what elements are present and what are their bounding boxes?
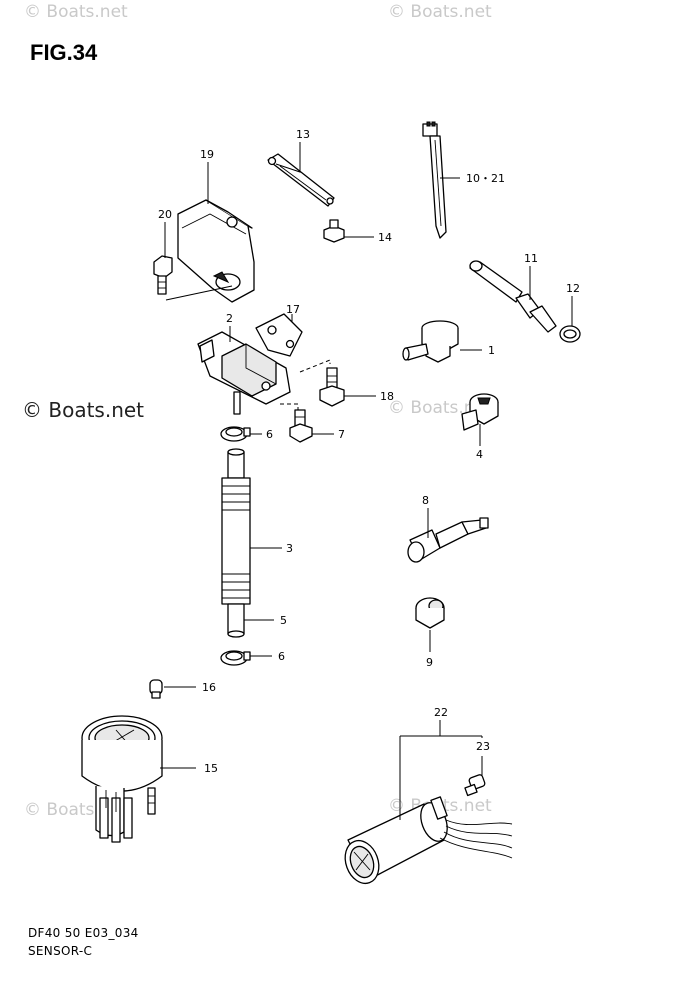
diagram-caption: SENSOR-C — [28, 944, 93, 958]
part-7-bolt — [289, 409, 313, 443]
callout-20: 20 — [158, 208, 172, 221]
callout-18: 18 — [380, 390, 394, 403]
callout-2: 2 — [226, 312, 233, 325]
callout-10-21: 10・21 — [466, 172, 505, 185]
part-6-clip-lower — [220, 650, 251, 666]
callout-9: 9 — [426, 656, 433, 669]
part-18-bolt — [319, 367, 345, 407]
part-14-bolt — [323, 219, 345, 243]
part-9-grommet — [415, 597, 445, 629]
watermark: © Boats.net — [24, 2, 128, 22]
part-13-strap — [267, 153, 335, 207]
callout-17: 17 — [286, 303, 300, 316]
leader-lines — [160, 142, 573, 820]
part-3-hose — [221, 448, 251, 638]
callout-1: 1 — [488, 344, 495, 357]
part-11-fitting — [469, 260, 557, 333]
callout-19: 19 — [200, 148, 214, 161]
callout-6-upper: 6 — [266, 428, 273, 441]
part-23-bulb — [464, 774, 486, 797]
callout-13: 13 — [296, 128, 310, 141]
part-15-gauge — [81, 715, 163, 843]
part-2-sensor — [197, 331, 291, 415]
figure-title: FIG.34 — [30, 40, 98, 65]
callout-8: 8 — [422, 494, 429, 507]
part-1-sensor — [402, 320, 459, 363]
callout-14: 14 — [378, 231, 392, 244]
callout-6-lower: 6 — [278, 650, 285, 663]
callout-3: 3 — [286, 542, 293, 555]
part-6-clip-upper — [220, 426, 251, 442]
part-12-o-ring-inner — [563, 329, 577, 339]
callout-15: 15 — [204, 762, 218, 775]
callout-23: 23 — [476, 740, 490, 753]
part-19-bracket — [177, 199, 255, 303]
part-10-21-cable-tie — [422, 121, 447, 239]
watermark: © Boats.net — [388, 2, 492, 22]
part-16-bulb — [149, 679, 163, 699]
part-20-bolt — [153, 255, 173, 295]
part-22-gauge — [344, 796, 513, 885]
callout-4: 4 — [476, 448, 483, 461]
callout-5: 5 — [280, 614, 287, 627]
callout-7: 7 — [338, 428, 345, 441]
watermark-main: © Boats.net — [22, 398, 145, 422]
part-4-sensor — [461, 393, 499, 431]
part-8-connector — [407, 517, 489, 563]
diagram-code: DF40 50 E03_034 — [28, 926, 139, 940]
callout-12: 12 — [566, 282, 580, 295]
callout-11: 11 — [524, 252, 538, 265]
part-17-plate — [255, 313, 303, 357]
callouts: 13 10・21 19 20 14 11 12 17 2 1 18 6 7 4 … — [158, 128, 580, 775]
callout-22: 22 — [434, 706, 448, 719]
callout-16: 16 — [202, 681, 216, 694]
